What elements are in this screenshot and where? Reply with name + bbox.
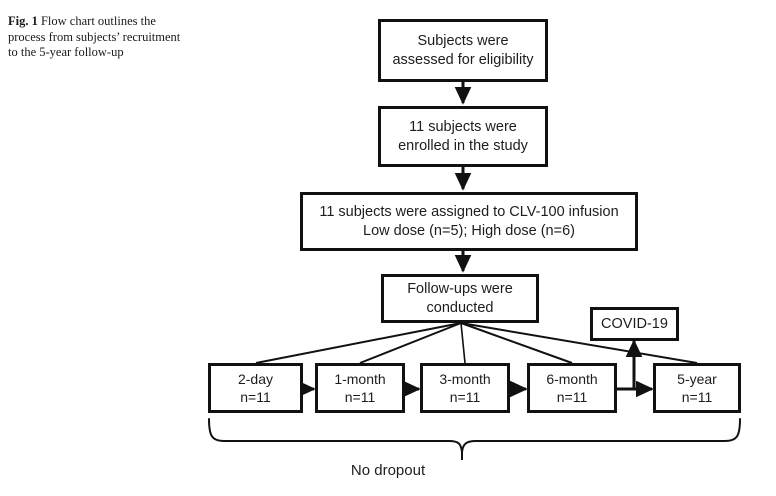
figure-caption-label: Fig. 1 bbox=[8, 14, 38, 28]
timepoint-2-day[interactable]: 2-day n=11 bbox=[208, 363, 303, 413]
figure-caption: Fig. 1 Flow chart outlines the process f… bbox=[8, 14, 184, 61]
fan-line-to-6month bbox=[460, 322, 573, 364]
timepoint-3-month-count: n=11 bbox=[449, 389, 481, 405]
node-followups[interactable]: Follow-ups were conducted bbox=[381, 274, 539, 323]
timepoint-6-month[interactable]: 6-month n=11 bbox=[527, 363, 617, 413]
node-covid19[interactable]: COVID-19 bbox=[590, 307, 679, 341]
timepoint-1-month-count: n=11 bbox=[344, 389, 376, 405]
node-assigned[interactable]: 11 subjects were assigned to CLV-100 inf… bbox=[300, 192, 638, 251]
timepoint-3-month[interactable]: 3-month n=11 bbox=[420, 363, 510, 413]
timepoint-6-month-label: 6-month bbox=[546, 371, 598, 387]
timepoint-6-month-count: n=11 bbox=[556, 389, 588, 405]
node-followups-line1: Follow-ups were bbox=[407, 280, 513, 297]
node-enrolled-line1: 11 subjects were bbox=[409, 118, 517, 135]
timepoint-1-month[interactable]: 1-month n=11 bbox=[315, 363, 405, 413]
timepoint-2-day-count: n=11 bbox=[240, 389, 271, 405]
timepoint-5-year[interactable]: 5-year n=11 bbox=[653, 363, 741, 413]
node-eligibility-line2: assessed for eligibility bbox=[392, 51, 534, 68]
fan-line-to-3month bbox=[460, 322, 466, 364]
no-dropout-label-wrap: No dropout bbox=[0, 462, 776, 479]
fan-line-to-5year bbox=[460, 322, 698, 364]
fan-line-to-1month bbox=[359, 322, 462, 364]
timepoint-5-year-label: 5-year bbox=[677, 371, 717, 387]
node-assigned-line2: Low dose (n=5); High dose (n=6) bbox=[363, 222, 575, 239]
timepoint-3-month-label: 3-month bbox=[439, 371, 491, 387]
node-eligibility[interactable]: Subjects were assessed for eligibility bbox=[378, 19, 548, 82]
no-dropout-label: No dropout bbox=[350, 462, 426, 479]
no-dropout-brace bbox=[208, 418, 741, 453]
node-enrolled-line2: enrolled in the study bbox=[398, 137, 528, 154]
timepoint-2-day-label: 2-day bbox=[237, 371, 274, 387]
node-enrolled[interactable]: 11 subjects were enrolled in the study bbox=[378, 106, 548, 167]
timepoint-1-month-label: 1-month bbox=[334, 371, 386, 387]
fan-line-to-2day bbox=[255, 322, 462, 364]
node-followups-line2: conducted bbox=[426, 299, 494, 316]
timepoint-5-year-count: n=11 bbox=[681, 389, 713, 405]
node-eligibility-line1: Subjects were bbox=[417, 32, 509, 49]
node-assigned-line1: 11 subjects were assigned to CLV-100 inf… bbox=[319, 203, 619, 220]
figure-caption-text: Flow chart outlines the process from sub… bbox=[8, 14, 181, 59]
node-covid19-label: COVID-19 bbox=[601, 315, 668, 332]
